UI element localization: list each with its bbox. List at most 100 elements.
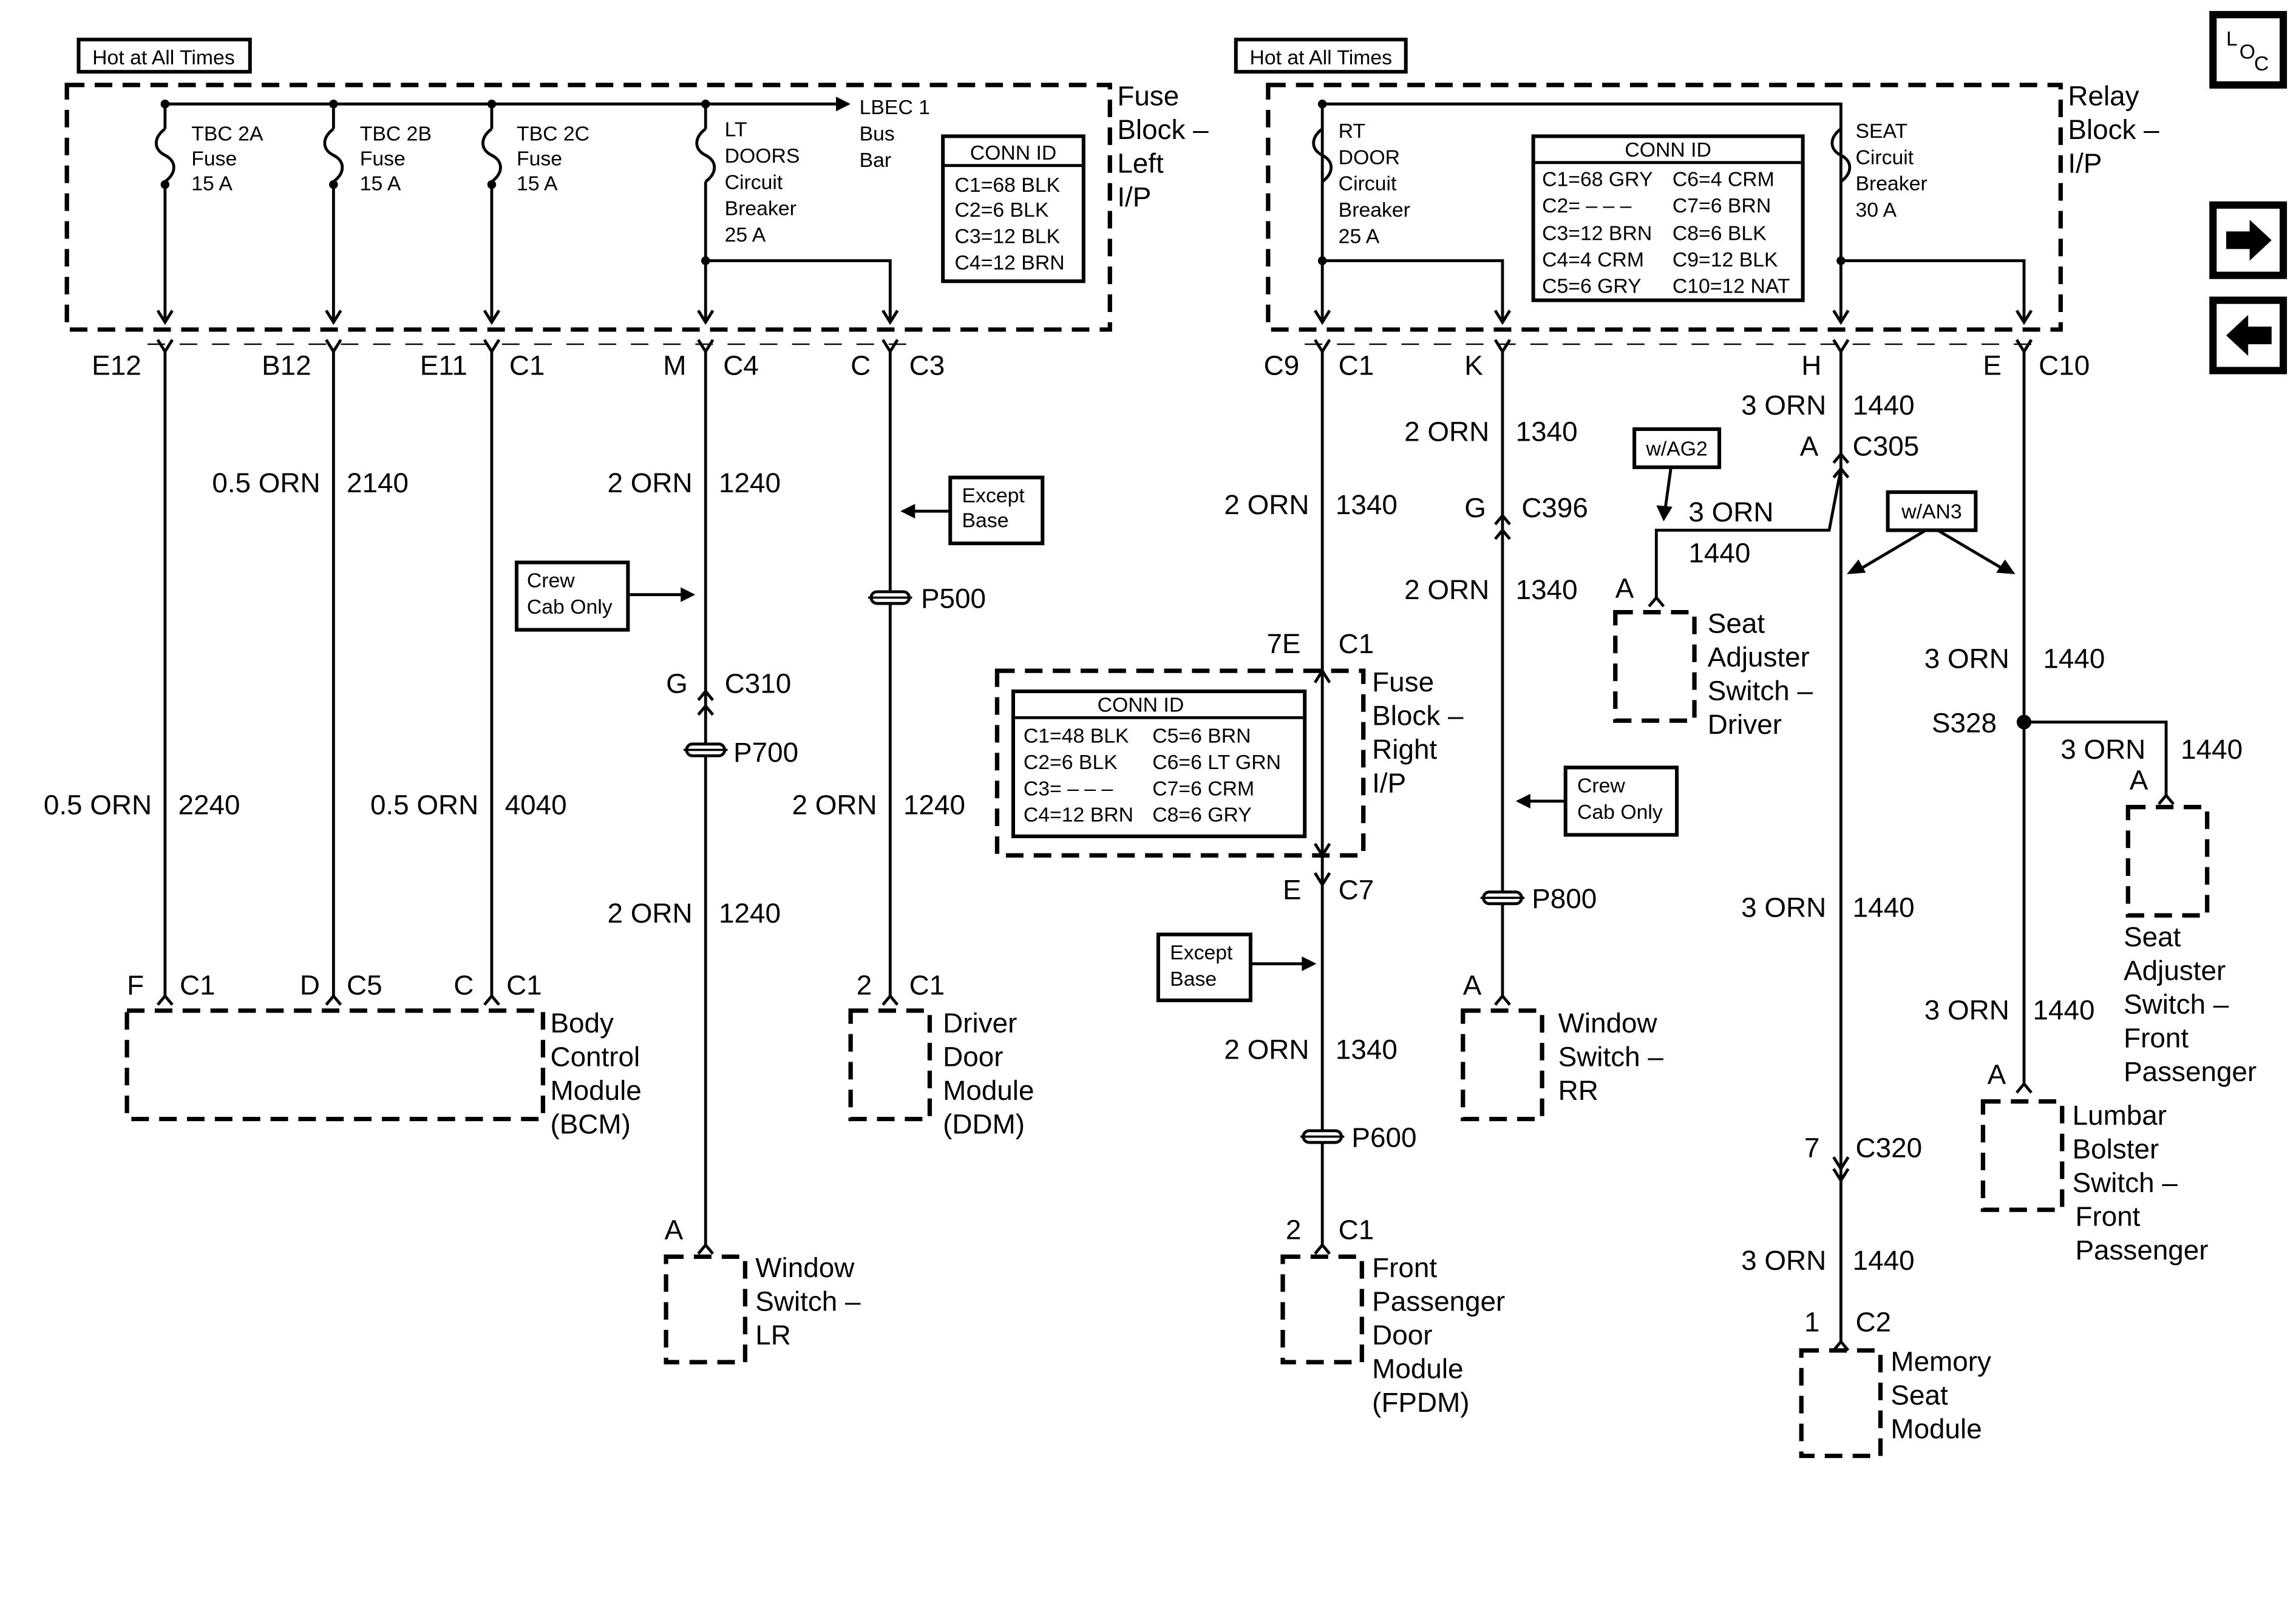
relay-conn-id-row: C6=4 CRM [1673,168,1775,191]
component-lumbar-bolster-switch: A Lumbar Bolster Switch – Front Passenge… [1980,1059,2209,1266]
hot-right-label: Hot at All Times [1249,46,1392,69]
connector-name: P800 [1532,883,1597,914]
note-except-base-bottom: Except Base [1156,932,1317,1003]
arrow-left-icon [2226,314,2272,356]
wire-size: 3 ORN [1688,497,1773,527]
fuse-2b-label-1: TBC 2B [360,123,432,146]
wire-label-1340-a: 2 ORN 1340 [1224,489,1397,520]
lt-doors-label-1: LT [725,118,747,141]
connector-name: C396 [1521,492,1588,523]
note-text: Except [1170,941,1233,964]
note-text: Base [1170,968,1217,991]
wire-label-1240-a: 2 ORN 1240 [607,467,780,498]
wire-label-1440-g: 3 ORN 1440 [1741,1245,1914,1276]
circuit-breaker-lt-doors: LT DOORS Circuit Breaker 25 A [695,100,892,320]
right-conn-id-row: C6=6 LT GRN [1152,751,1281,774]
right-wires [1320,351,2168,1342]
right-fuse-top-conn: C1 [1339,628,1374,659]
wire-circuit: 1440 [2043,643,2105,674]
right-fuse-block-title: Fuse [1372,666,1434,697]
connector-name: P700 [733,737,798,768]
left-conn-id-table: CONN ID C1=68 BLK C2=6 BLK C3=12 BLK C4=… [941,134,1085,283]
sasfp-name: Passenger [2124,1056,2257,1087]
fuse-tbc-2b: TBC 2B Fuse 15 A [323,100,432,320]
terminal-e11: E11 [420,350,467,381]
lt-doors-label-5: 25 A [725,223,766,246]
wire-size: 0.5 ORN [44,790,152,821]
seat-breaker-label: SEAT [1856,120,1908,143]
bcm-conn: C1 [506,969,542,1000]
wire-circuit: 1240 [719,898,781,929]
bcm-pin-d: D [300,969,320,1000]
ddm-name: Module [943,1075,1034,1106]
component-ddm: 2 C1 Driver Door Module (DDM) [848,969,1034,1140]
ddm-name: Door [943,1042,1003,1073]
right-fuse-block: 7E C1 E C7 Fuse Block – Right I/P CONN I… [994,628,1464,906]
left-conn-id-title: CONN ID [970,141,1057,164]
seat-breaker-label: Breaker [1856,172,1927,195]
relay-block: Relay Block – I/P RT DOOR Circuit Breake… [1266,81,2159,332]
connector-name: C320 [1856,1132,1923,1163]
lbsfp-pin: A [1988,1059,2006,1090]
right-conn-id-row: C2=6 BLK [1024,751,1118,774]
bus-bar-label-1: LBEC 1 [860,96,930,119]
right-fuse-top-pin: 7E [1266,628,1300,659]
bcm-name: Body [550,1008,614,1039]
wire-label-1240-b: 2 ORN 1240 [607,898,780,929]
right-conn-id-row: C7=6 CRM [1152,777,1254,800]
fuse-2b-label-3: 15 A [360,172,401,195]
sasfp-name: Front [2124,1022,2189,1053]
terminal-e11-conn: C1 [509,350,545,381]
wire-circuit: 1440 [1853,390,1915,421]
wire-circuit: 1340 [1516,574,1578,605]
hot-left-label: Hot at All Times [92,46,235,69]
wire-label-1340-c: 2 ORN 1340 [1404,416,1577,447]
splice-p600: P600 [1300,1122,1416,1153]
wslr-name: LR [755,1320,791,1351]
bcm-name: Module [550,1075,641,1106]
next-page-button[interactable] [2209,201,2288,279]
seat-breaker-label: Circuit [1856,146,1914,169]
fuse-tbc-2a: TBC 2A Fuse 15 A [155,100,263,320]
bcm-conn: C5 [347,969,382,1000]
lt-doors-label-4: Breaker [725,197,796,220]
wire-size: 2 ORN [1404,574,1489,605]
note-text: Cab Only [527,595,613,619]
relay-conn-id-table: CONN ID C1=68 GRY C2= – – – C3=12 BRN C4… [1531,134,1805,302]
previous-page-button[interactable] [2209,296,2288,375]
wire-circuit: 1340 [1336,1034,1398,1065]
msm-name: Seat [1890,1380,1948,1411]
connector-name: P500 [921,583,986,614]
wslr-pin: A [665,1214,684,1245]
terminal-e12: E12 [92,350,141,381]
left-fuse-block-title-2: Block – [1117,114,1209,145]
relay-conn-id-row: C4=4 CRM [1542,248,1644,271]
terminal-c9-conn: C1 [1339,350,1374,381]
loc-letter-c: C [2254,52,2269,75]
bcm-pin-f: F [127,969,144,1000]
lbsfp-name: Lumbar [2073,1100,2167,1131]
right-fuse-block-title: Right [1372,734,1437,765]
wire-size: 3 ORN [1741,892,1826,923]
wire-label-1340-d: 2 ORN 1340 [1404,574,1577,605]
fpdm-pin: 2 [1286,1214,1302,1245]
fpdm-name: Front [1372,1252,1437,1283]
sasfp-name: Adjuster [2124,955,2226,986]
seat-breaker-label: 30 A [1856,198,1897,222]
loc-button[interactable]: L O C [2209,11,2288,89]
connector-name: C310 [725,668,792,699]
sasd-name: Switch – [1708,675,1813,706]
component-seat-adjuster-switch-driver: A Seat Adjuster Switch – Driver [1613,573,1813,740]
wire-label-2140: 0.5 ORN 2140 [212,467,409,498]
component-window-switch-rr: A Window Switch – RR [1461,969,1663,1122]
fpdm-name: Module [1372,1354,1463,1385]
relay-block-title: Block – [2068,114,2159,145]
ddm-pin: 2 [857,969,872,1000]
left-conn-id-row: C3=12 BLK [954,225,1060,248]
connector-name: P600 [1351,1122,1416,1153]
terminal-c9: C9 [1264,350,1300,381]
relay-block-title: I/P [2068,148,2102,179]
splice-p700: P700 [684,737,798,768]
component-seat-adjuster-switch-front-passenger: A Seat Adjuster Switch – Front Passenger [2124,765,2257,1087]
lbsfp-name: Passenger [2075,1235,2208,1266]
